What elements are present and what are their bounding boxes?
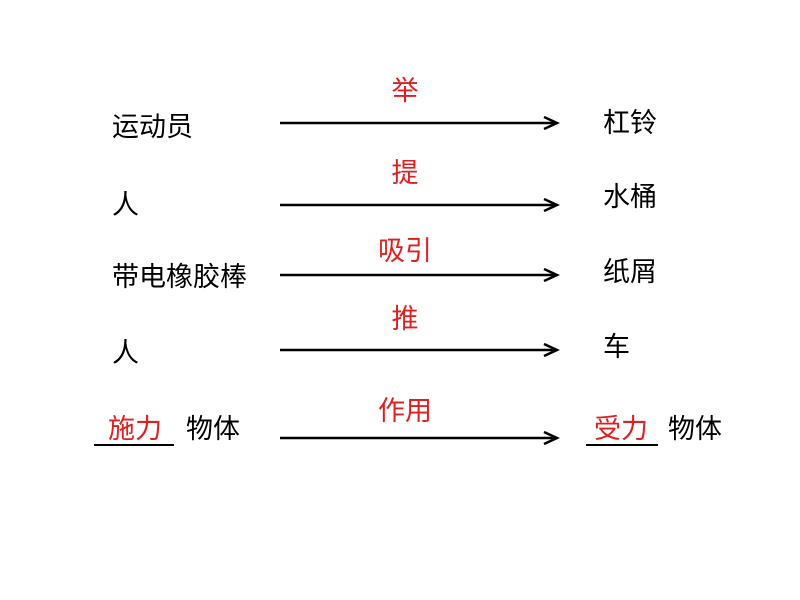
row-1-subject: 运动员 [112,112,193,143]
summary-arrow [280,431,560,445]
left-blank-answer: 施力 [108,414,162,445]
row-3-subject: 带电橡胶棒 [112,262,247,293]
summary-verb: 作用 [378,396,432,427]
row-2-object: 水桶 [603,182,657,213]
right-blank-answer: 受力 [594,414,648,445]
left-object-label: 物体 [186,414,240,445]
row-1-object: 杠铃 [603,108,657,139]
left-blank-underline [94,414,174,446]
row-4-subject: 人 [112,338,139,369]
row-2-arrow [280,198,560,212]
right-object-label: 物体 [668,414,722,445]
row-2-verb: 提 [391,158,419,189]
row-3-arrow [280,268,560,282]
row-4-object: 车 [603,332,630,363]
row-1-arrow [280,116,560,130]
row-4-verb: 推 [391,304,419,335]
row-3-verb: 吸引 [378,236,432,267]
row-2-subject: 人 [112,190,139,221]
row-4-arrow [280,343,560,357]
right-blank-underline [586,414,658,446]
row-3-object: 纸屑 [603,257,657,288]
row-1-verb: 举 [391,76,419,107]
